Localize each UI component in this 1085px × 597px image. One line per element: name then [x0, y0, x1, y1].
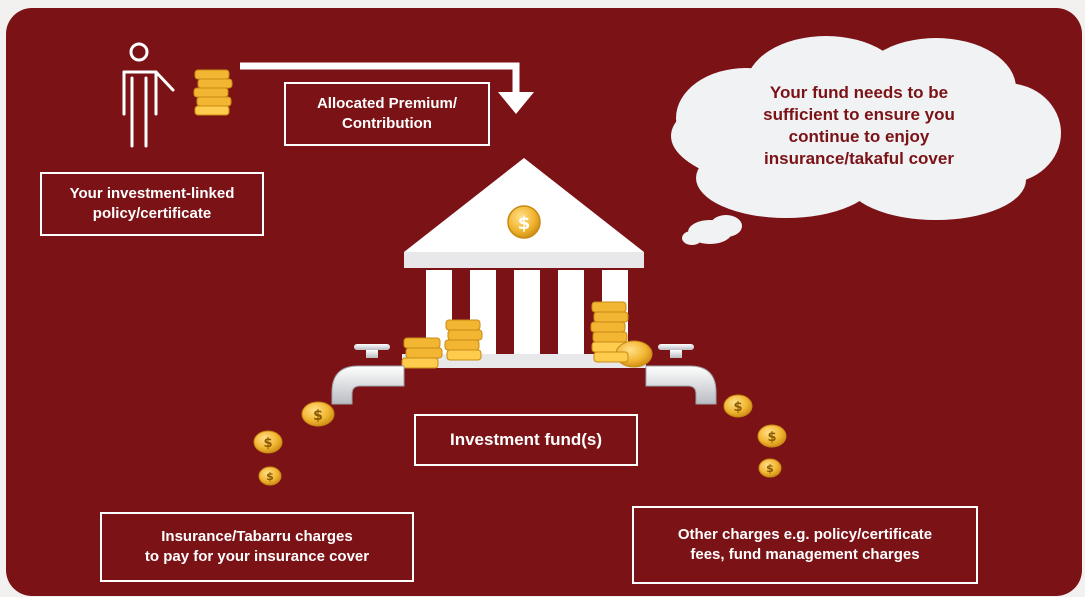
- policy-label: Your investment-linked policy/certificat…: [69, 184, 235, 222]
- insurance-charges-label: Insurance/Tabarru charges to pay for you…: [144, 527, 370, 565]
- thought-cloud-icon: [671, 36, 1061, 245]
- svg-text:$: $: [313, 408, 323, 424]
- falling-coins-left: $ $ $: [253, 401, 335, 486]
- investment-fund-label: Investment fund(s): [449, 429, 603, 449]
- fund-message: Your fund needs to be sufficient to ensu…: [763, 83, 955, 169]
- svg-text:$: $: [266, 470, 274, 483]
- coin-pile-right: [590, 301, 653, 368]
- dollar-coin-icon: $: [758, 458, 782, 478]
- dollar-coin-icon: $: [757, 424, 787, 448]
- investment-fund-box: Investment fund(s): [414, 414, 638, 466]
- policy-label-box: Your investment-linked policy/certificat…: [40, 172, 264, 236]
- dollar-coin-icon: $: [301, 401, 335, 427]
- other-charges-label: Other charges e.g. policy/certificate fe…: [677, 525, 933, 563]
- svg-text:$: $: [766, 462, 774, 475]
- dollar-coin-icon: $: [258, 466, 282, 486]
- water-tap-icon: [331, 344, 405, 405]
- person-icon: [122, 42, 175, 148]
- diagram-card: $: [6, 8, 1082, 596]
- coin-pile-left: [401, 319, 483, 369]
- svg-text:$: $: [733, 400, 742, 415]
- illustration: $: [122, 36, 1061, 486]
- dollar-coin-icon: $: [253, 430, 283, 454]
- premium-label-box: Allocated Premium/ Contribution: [284, 82, 490, 146]
- bank-dollar-symbol: $: [518, 213, 531, 234]
- coin-stack-icon: [193, 69, 233, 116]
- svg-text:$: $: [767, 430, 776, 445]
- premium-label: Allocated Premium/ Contribution: [316, 94, 458, 132]
- falling-coins-right: $ $ $: [723, 394, 787, 478]
- flow-arrow-icon: [240, 62, 534, 114]
- dollar-coin-icon: $: [723, 394, 753, 418]
- insurance-charges-box: Insurance/Tabarru charges to pay for you…: [100, 512, 414, 582]
- svg-text:$: $: [263, 436, 272, 451]
- other-charges-box: Other charges e.g. policy/certificate fe…: [632, 506, 978, 584]
- water-tap-icon: [645, 344, 717, 405]
